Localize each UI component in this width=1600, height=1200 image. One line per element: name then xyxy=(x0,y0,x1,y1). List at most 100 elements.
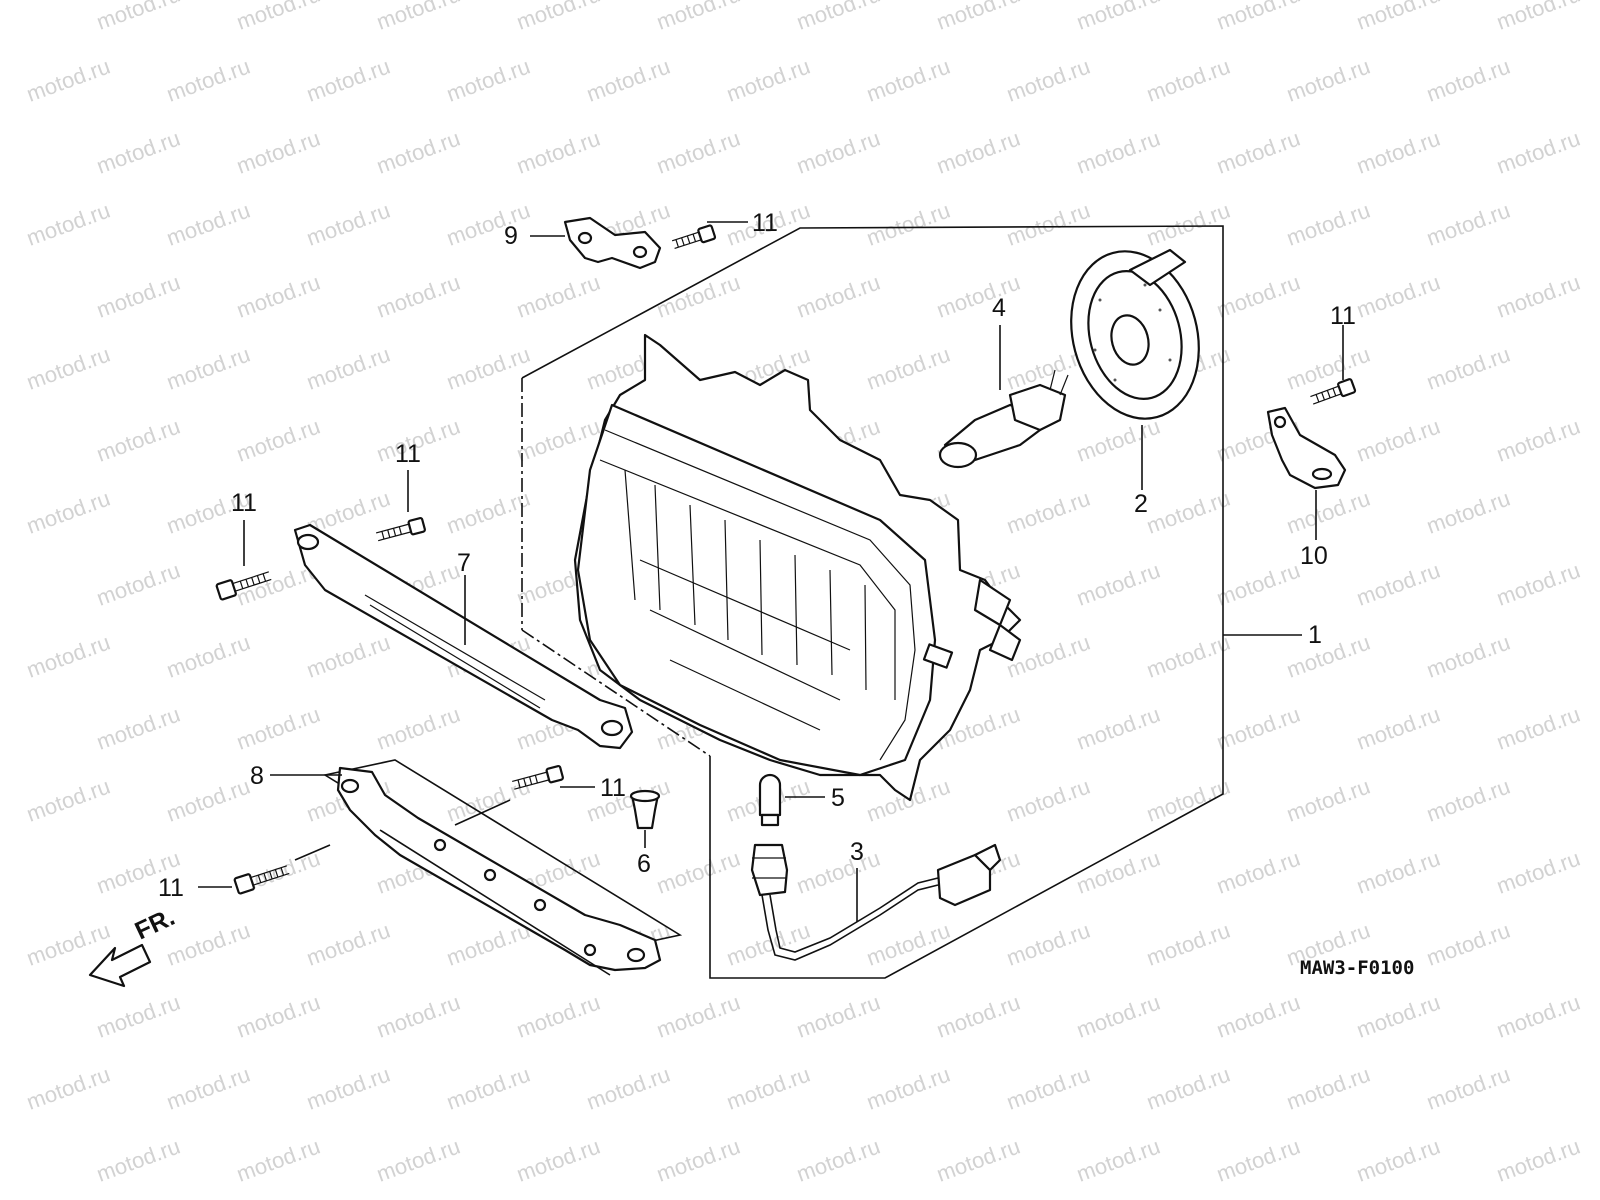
watermark-text: motod.ru xyxy=(233,414,323,467)
callout-1: 1 xyxy=(1308,621,1322,649)
callout-11-mid: 11 xyxy=(395,440,421,468)
watermark-text: motod.ru xyxy=(93,990,183,1043)
lens-pattern xyxy=(624,469,867,731)
watermark-text: motod.ru xyxy=(723,1062,813,1115)
watermark-text: motod.ru xyxy=(1283,774,1373,827)
watermark-text: motod.ru xyxy=(163,630,253,683)
watermark-text: motod.ru xyxy=(1493,270,1583,323)
watermark-text: motod.ru xyxy=(373,990,463,1043)
watermark-text: motod.ru xyxy=(653,1134,743,1187)
watermark-text: motod.ru xyxy=(23,630,113,683)
watermark-text: motod.ru xyxy=(1073,702,1163,755)
bolt-mid-left xyxy=(375,516,426,542)
watermark-text: motod.ru xyxy=(793,990,883,1043)
watermark-text: motod.ru xyxy=(1143,630,1233,683)
watermark-text: motod.ru xyxy=(1073,414,1163,467)
watermark-text: motod.ru xyxy=(863,918,953,971)
watermark-text: motod.ru xyxy=(93,702,183,755)
watermark-text: motod.ru xyxy=(163,342,253,395)
watermark-text: motod.ru xyxy=(1003,918,1093,971)
watermark-text: motod.ru xyxy=(93,270,183,323)
watermark-text: motod.ru xyxy=(653,270,743,323)
watermark-text: motod.ru xyxy=(1423,774,1513,827)
watermark-text: motod.ru xyxy=(1003,1062,1093,1115)
watermark-text: motod.ru xyxy=(793,0,883,35)
bolt-far-left xyxy=(215,571,272,601)
watermark-text: motod.ru xyxy=(1423,918,1513,971)
watermark-text: motod.ru xyxy=(443,342,533,395)
watermark-text: motod.ru xyxy=(443,774,533,827)
watermark-text: motod.ru xyxy=(1143,1062,1233,1115)
watermark-text: motod.ru xyxy=(443,486,533,539)
watermark-text: motod.ru xyxy=(653,990,743,1043)
front-arrow-icon xyxy=(88,943,152,988)
watermark-text: motod.ru xyxy=(93,0,183,35)
bracket-9 xyxy=(563,216,662,270)
callout-6: 6 xyxy=(637,850,651,878)
watermark-text: motod.ru xyxy=(1493,0,1583,35)
watermark-text: motod.ru xyxy=(1073,558,1163,611)
watermark-text: motod.ru xyxy=(1213,270,1303,323)
watermark-text: motod.ru xyxy=(1353,1134,1443,1187)
callout-2: 2 xyxy=(1134,490,1148,518)
watermark-text: motod.ru xyxy=(1073,1134,1163,1187)
watermark-text: motod.ru xyxy=(23,54,113,107)
watermark-text: motod.ru xyxy=(373,126,463,179)
watermark-text: motod.ru xyxy=(303,630,393,683)
watermark-text: motod.ru xyxy=(513,126,603,179)
callout-8: 8 xyxy=(250,762,264,790)
front-indicator: FR. xyxy=(131,903,179,945)
watermark-text: motod.ru xyxy=(1003,486,1093,539)
watermark-text: motod.ru xyxy=(93,1134,183,1187)
watermark-text: motod.ru xyxy=(1073,846,1163,899)
assembly-outline xyxy=(521,225,1224,979)
watermark-text: motod.ru xyxy=(863,198,953,251)
watermark-text: motod.ru xyxy=(1073,126,1163,179)
callout-5: 5 xyxy=(831,784,845,812)
watermark-text: motod.ru xyxy=(443,54,533,107)
watermark-text: motod.ru xyxy=(1423,486,1513,539)
bolts-11 xyxy=(215,224,1357,895)
watermark-text: motod.ru xyxy=(1213,0,1303,35)
watermark-text: motod.ru xyxy=(653,846,743,899)
watermark-text: motod.ru xyxy=(23,342,113,395)
watermark-text: motod.ru xyxy=(1283,54,1373,107)
watermark-text: motod.ru xyxy=(933,270,1023,323)
callout-11-lower-mid: 11 xyxy=(600,774,626,802)
watermark-text: motod.ru xyxy=(1423,198,1513,251)
watermark-text: motod.ru xyxy=(933,0,1023,35)
watermark-text: motod.ru xyxy=(1003,198,1093,251)
watermark-text: motod.ru xyxy=(93,414,183,467)
watermark-text: motod.ru xyxy=(303,1062,393,1115)
watermark-text: motod.ru xyxy=(513,0,603,35)
watermark-text: motod.ru xyxy=(303,918,393,971)
watermark-text: motod.ru xyxy=(1143,198,1233,251)
watermark-text: motod.ru xyxy=(1143,918,1233,971)
watermark-text: motod.ru xyxy=(1423,1062,1513,1115)
watermark-text: motod.ru xyxy=(1283,1062,1373,1115)
watermark-text: motod.ru xyxy=(373,1134,463,1187)
bolt-right xyxy=(1310,378,1357,405)
watermark-text: motod.ru xyxy=(163,1062,253,1115)
watermark-text: motod.ru xyxy=(1423,342,1513,395)
watermark-text: motod.ru xyxy=(583,54,673,107)
watermark-text: motod.ru xyxy=(1493,1134,1583,1187)
watermark-text: motod.ru xyxy=(373,702,463,755)
watermark-text: motod.ru xyxy=(793,1134,883,1187)
watermark-text: motod.ru xyxy=(793,270,883,323)
watermark-text: motod.ru xyxy=(1493,126,1583,179)
watermark-text: motod.ru xyxy=(1493,702,1583,755)
stay-bracket-8 xyxy=(294,759,683,976)
watermark-text: motod.ru xyxy=(1353,702,1443,755)
watermark-text: motod.ru xyxy=(163,198,253,251)
callout-9: 9 xyxy=(504,222,518,250)
callout-11-left: 11 xyxy=(231,489,257,517)
callout-11-lower-left: 11 xyxy=(158,874,184,902)
watermark-text: motod.ru xyxy=(513,270,603,323)
watermark-text: motod.ru xyxy=(723,54,813,107)
watermark-text: motod.ru xyxy=(1493,846,1583,899)
watermark-text: motod.ru xyxy=(443,198,533,251)
bulb-h4 xyxy=(938,369,1069,469)
stay-bracket-7 xyxy=(293,523,634,750)
